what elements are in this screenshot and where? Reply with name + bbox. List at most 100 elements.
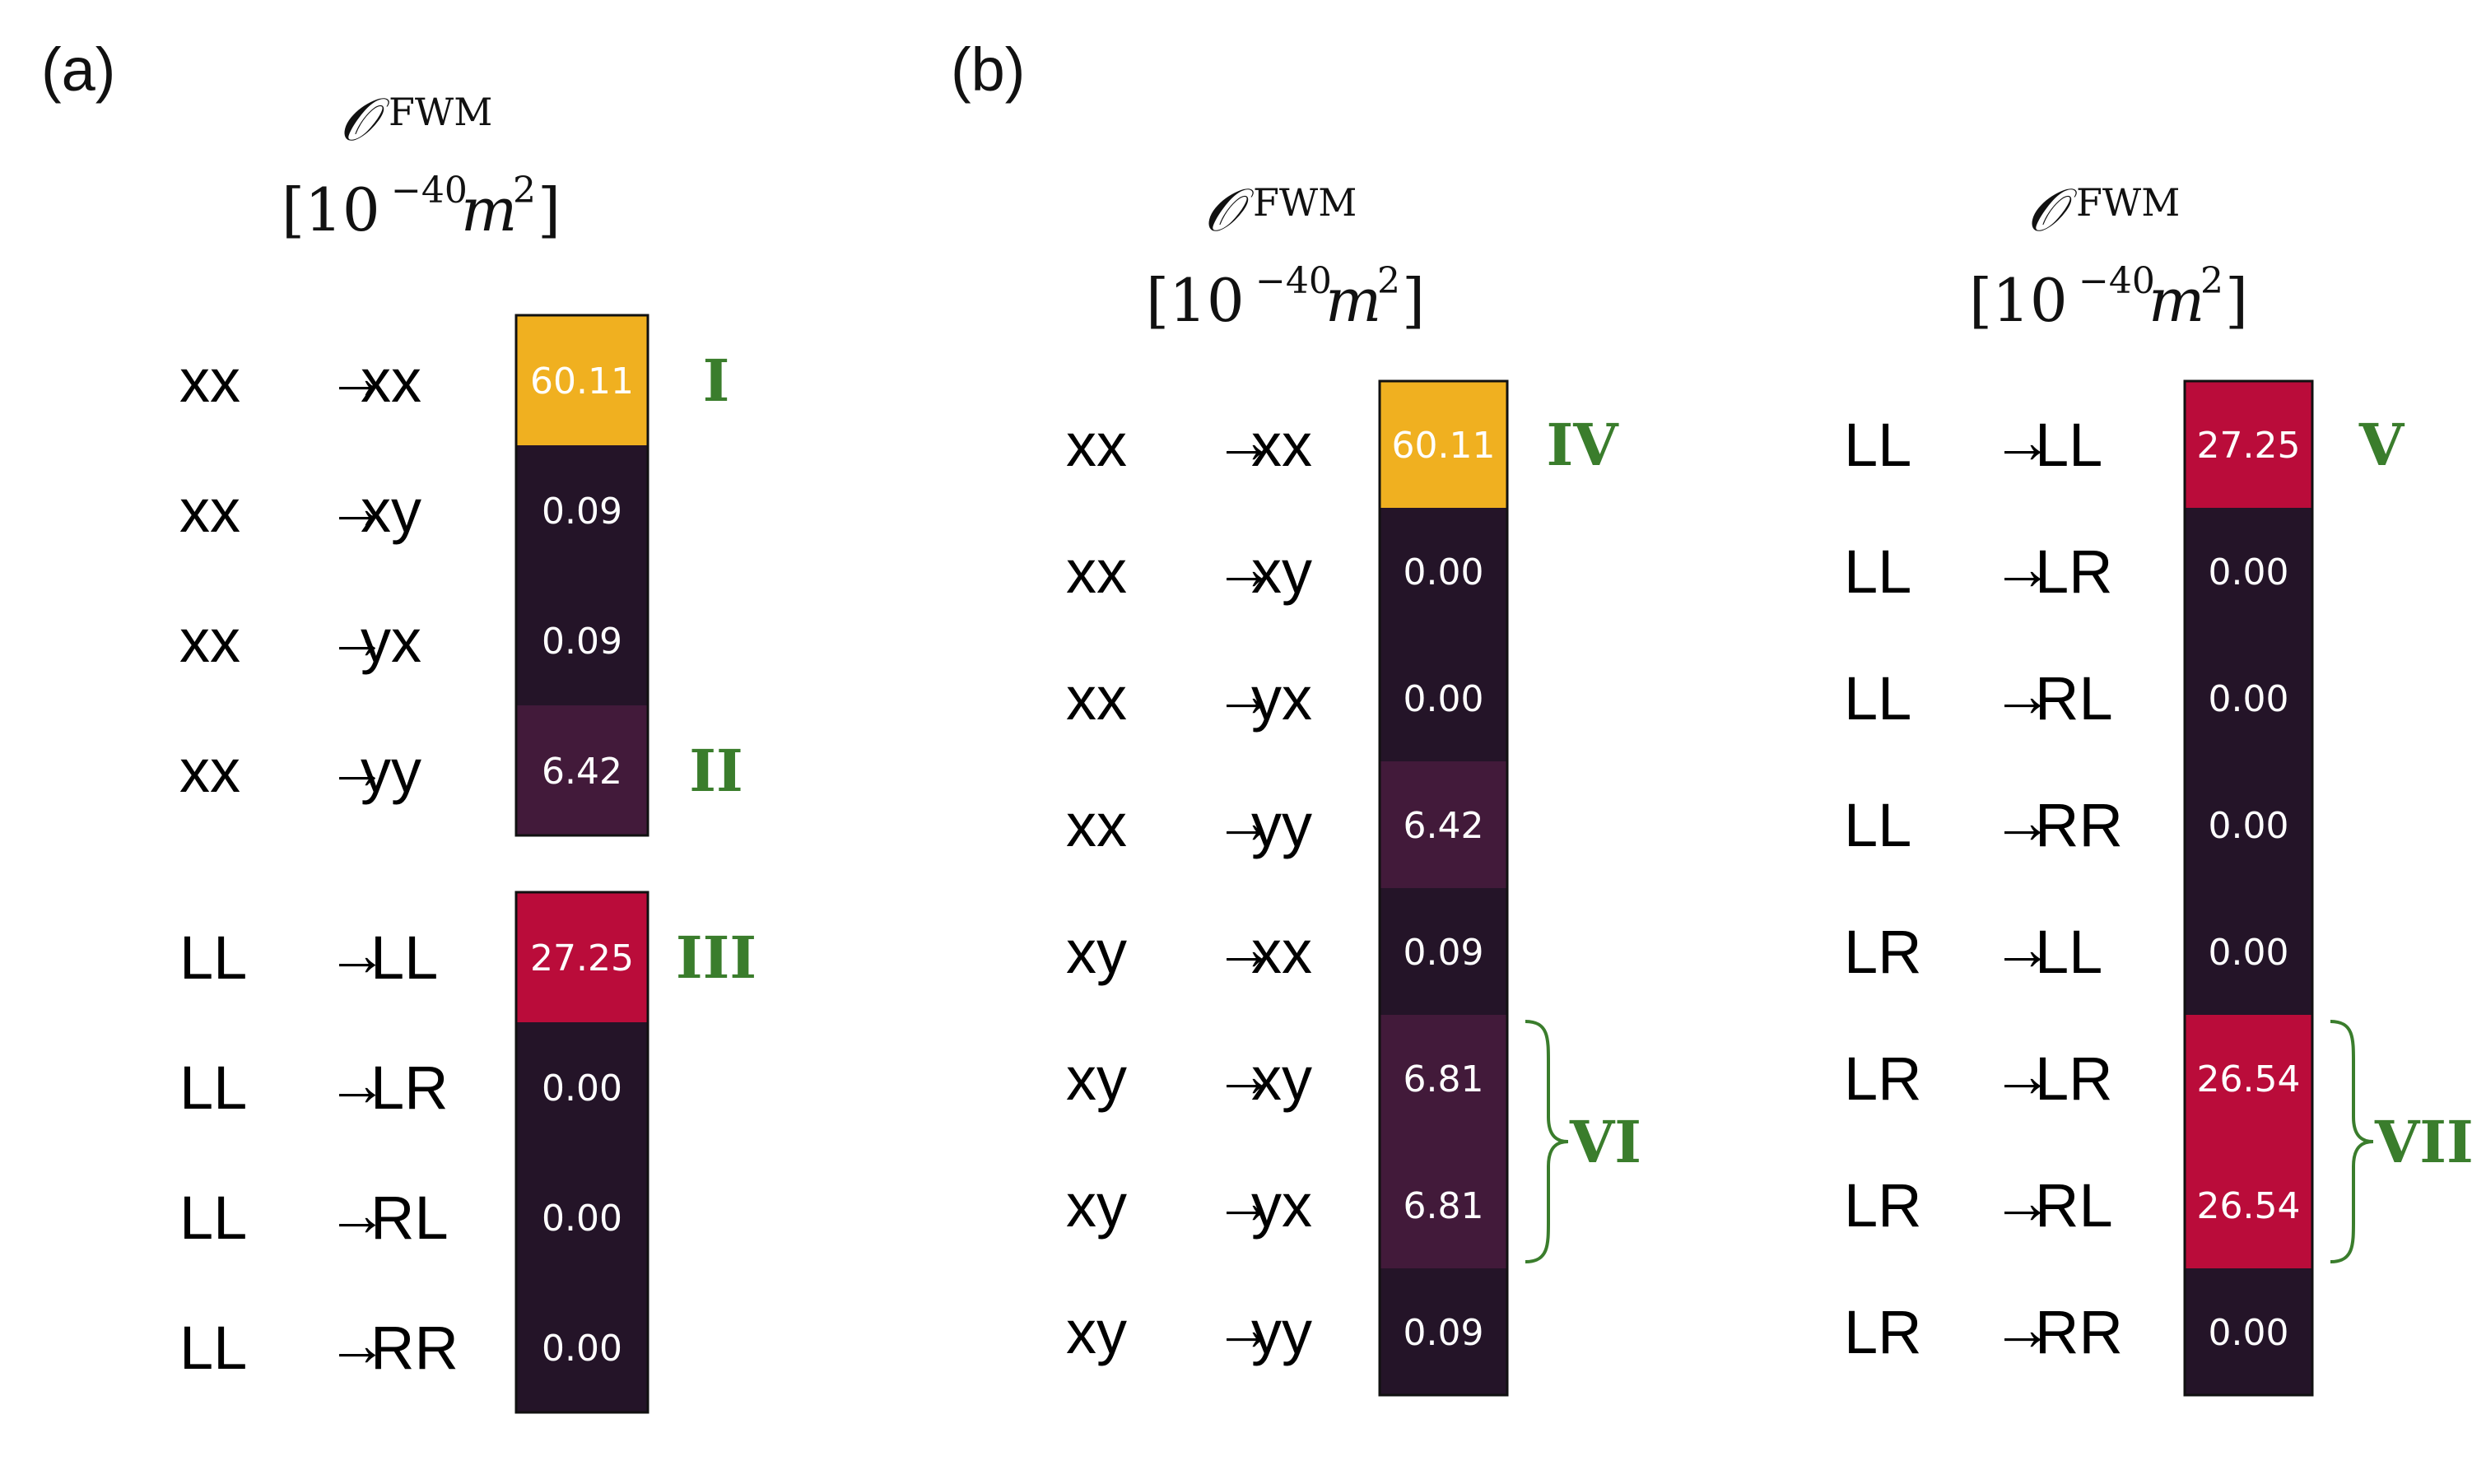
heatmap-cell xyxy=(2185,761,2312,888)
cell-value-label: 0.00 xyxy=(1404,678,1484,720)
row-label-from: xx xyxy=(1066,664,1127,733)
heatmap-cell xyxy=(2185,1142,2312,1268)
row-label-to: yy xyxy=(1251,1298,1312,1366)
title-superscript: FWM xyxy=(2076,180,2180,225)
title-symbol: 𝒪 xyxy=(2027,175,2078,244)
panel-label-a: (a) xyxy=(41,35,115,104)
arrow-glyph: → xyxy=(1992,407,2053,476)
brace-marker xyxy=(2330,1020,2374,1263)
brace-marker xyxy=(1525,1020,1569,1263)
heatmap-frame xyxy=(514,891,649,1414)
arrow-glyph: → xyxy=(1992,1168,2053,1236)
heatmap-cell xyxy=(2185,1268,2312,1395)
title-superscript: FWM xyxy=(389,90,492,134)
arrow-glyph: → xyxy=(1214,534,1275,602)
annotation-label: II xyxy=(689,737,743,805)
annotation-label: V xyxy=(2358,411,2405,479)
cell-value-label: 0.00 xyxy=(2209,678,2289,720)
row-label-from: LL xyxy=(179,923,247,992)
row-label-to: yx xyxy=(1251,664,1312,733)
row-label-to: LL xyxy=(2035,918,2102,986)
arrow-glyph: → xyxy=(1214,661,1275,729)
row-label-to: xy xyxy=(1251,537,1312,606)
row-label-from: LL xyxy=(1844,411,1911,479)
title-unit-close: ] xyxy=(538,175,561,244)
row-label-to: xx xyxy=(361,347,421,415)
arrow-glyph: → xyxy=(1992,788,2053,856)
arrow-glyph: → xyxy=(1992,1041,2053,1110)
row-label-to: xy xyxy=(1251,1044,1312,1113)
row-label-from: LL xyxy=(179,1184,247,1252)
row-label-to: RL xyxy=(2035,1171,2113,1240)
arrow-glyph: → xyxy=(327,1310,388,1379)
title-unit-close: ] xyxy=(1402,266,1425,335)
title-unit-m: m xyxy=(461,175,517,244)
title-unit-open: [10 xyxy=(1146,266,1245,335)
heatmap-cell xyxy=(516,892,648,1022)
heatmap-cell xyxy=(2185,888,2312,1015)
annotation-label: VI xyxy=(1569,1108,1641,1176)
cell-value-label: 60.11 xyxy=(530,361,634,402)
heatmap-cell xyxy=(1380,761,1507,888)
cell-value-label: 0.09 xyxy=(542,491,622,533)
arrow-glyph: → xyxy=(327,733,388,802)
panel-label-b: (b) xyxy=(951,35,1025,104)
arrow-glyph: → xyxy=(1214,1168,1275,1236)
title-unit-close: ] xyxy=(2225,266,2248,335)
arrow-glyph: → xyxy=(327,343,388,412)
heatmap-cell xyxy=(2185,1015,2312,1142)
heatmap-cell xyxy=(2185,381,2312,508)
row-label-to: LL xyxy=(370,923,438,992)
annotation-label: VII xyxy=(2374,1108,2474,1176)
arrow-glyph: → xyxy=(1992,534,2053,602)
heatmap-cell xyxy=(2185,635,2312,761)
cell-value-label: 0.00 xyxy=(542,1198,622,1240)
cell-value-label: 60.11 xyxy=(1392,425,1496,467)
row-label-from: xx xyxy=(1066,537,1127,606)
heatmap-cell xyxy=(1380,508,1507,635)
arrow-glyph: → xyxy=(327,473,388,542)
cell-value-label: 0.00 xyxy=(2209,551,2289,593)
heatmap-cell xyxy=(516,1152,648,1282)
title-unit-m: m xyxy=(2148,266,2204,335)
row-label-to: RL xyxy=(2035,664,2113,733)
cell-value-label: 0.00 xyxy=(2209,805,2289,847)
row-label-from: xx xyxy=(179,737,240,805)
row-label-to: RR xyxy=(370,1314,459,1382)
arrow-glyph: → xyxy=(1214,1295,1275,1363)
cell-value-label: 0.09 xyxy=(1404,1312,1484,1354)
title-symbol: 𝒪 xyxy=(339,85,390,154)
heatmap-cell xyxy=(1380,1268,1507,1395)
arrow-glyph: → xyxy=(1992,661,2053,729)
title-unit-m-exponent: 2 xyxy=(1377,260,1400,302)
row-label-from: LL xyxy=(1844,537,1911,606)
heatmap-cell xyxy=(1380,1142,1507,1268)
cell-value-label: 0.00 xyxy=(2209,1312,2289,1354)
title-unit-open: [10 xyxy=(1969,266,2068,335)
row-label-from: LL xyxy=(1844,791,1911,859)
row-label-to: LR xyxy=(370,1054,449,1122)
cell-value-label: 27.25 xyxy=(530,937,634,979)
row-label-from: xx xyxy=(179,477,240,545)
row-label-from: LL xyxy=(179,1314,247,1382)
row-label-from: xy xyxy=(1066,1044,1127,1113)
heatmap-cell xyxy=(1380,888,1507,1015)
heatmap-frame xyxy=(1378,379,1509,1397)
row-label-to: yx xyxy=(1251,1171,1312,1240)
heatmap-frame xyxy=(2183,379,2314,1397)
heatmap-cell xyxy=(2185,508,2312,635)
cell-value-label: 6.42 xyxy=(1404,805,1484,847)
heatmap-frame xyxy=(514,314,649,837)
row-label-from: LR xyxy=(1844,1044,1922,1113)
title-unit-m-exponent: 2 xyxy=(2200,260,2223,302)
cell-value-label: 27.25 xyxy=(2197,425,2301,467)
title-unit-exponent: −40 xyxy=(1255,260,1332,302)
arrow-glyph: → xyxy=(327,1050,388,1119)
